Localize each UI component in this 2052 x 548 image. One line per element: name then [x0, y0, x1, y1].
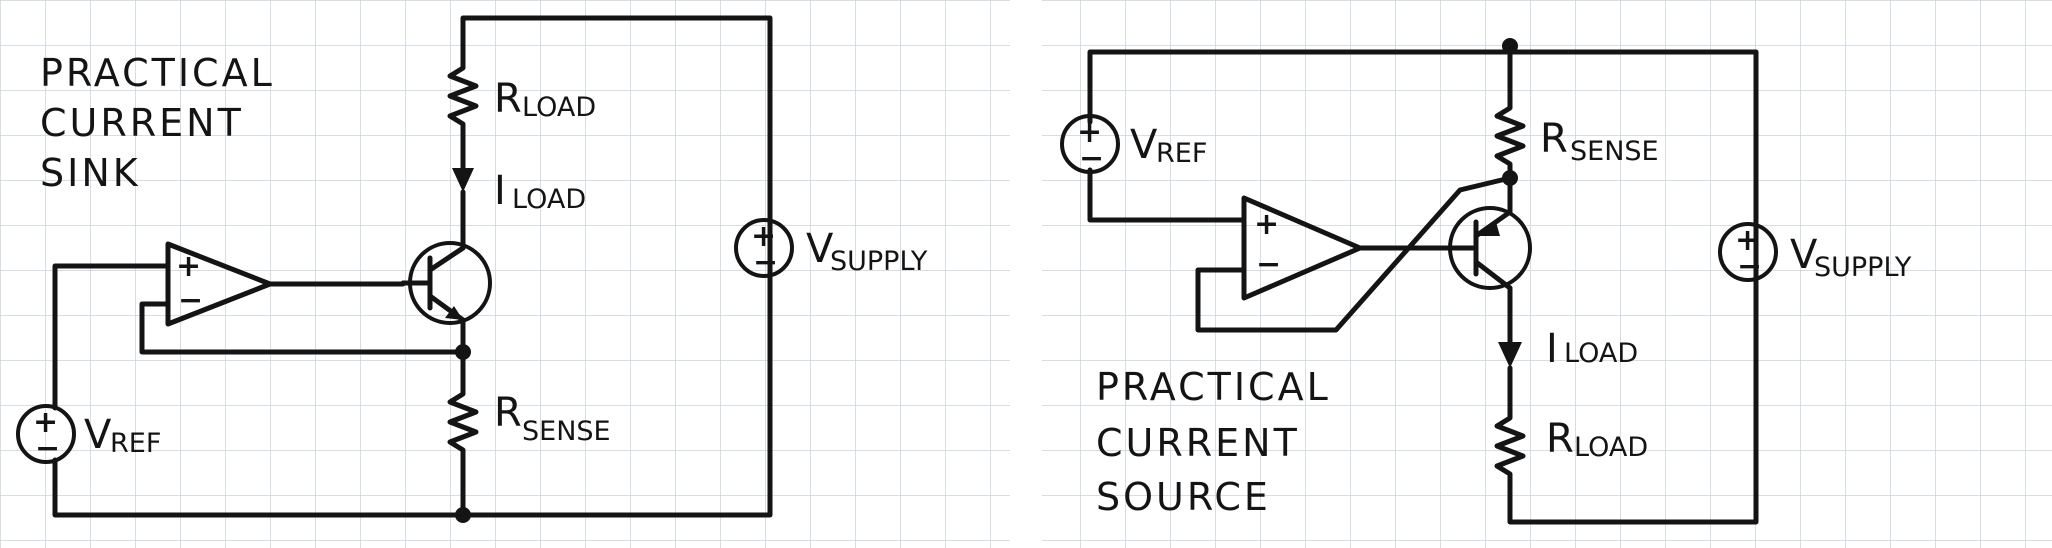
svg-text:I: I: [494, 168, 506, 214]
right-grid-paper: [1042, 0, 2052, 548]
sink-title-line-2: CURRENT: [40, 101, 244, 145]
svg-text:−: −: [1737, 249, 1762, 284]
source-vref-label: V REF: [1130, 122, 1207, 169]
svg-text:LOAD: LOAD: [1574, 432, 1648, 463]
source-title-line-2: CURRENT: [1096, 421, 1300, 465]
source-vsupply-label: V SUPPLY: [1790, 232, 1912, 283]
sink-opamp-minus: −: [178, 283, 203, 318]
svg-text:REF: REF: [1156, 138, 1207, 169]
sink-vsupply-label: V SUPPLY: [806, 226, 928, 277]
svg-text:V: V: [84, 412, 112, 458]
svg-text:LOAD: LOAD: [512, 184, 586, 215]
svg-text:+: +: [751, 219, 776, 254]
sink-npn-transistor-icon: [400, 241, 492, 325]
svg-text:−: −: [35, 431, 60, 466]
current-sink-circuit: PRACTICAL CURRENT SINK R LOAD I LOAD: [16, 15, 928, 523]
sink-r-sense-resistor: [447, 349, 479, 518]
current-source-circuit: + − V REF R SENSE + −: [1060, 38, 1912, 525]
sink-feedback-wire: [139, 301, 466, 355]
svg-text:−: −: [753, 245, 778, 280]
svg-text:SUPPLY: SUPPLY: [1814, 252, 1912, 283]
source-opamp-triangle: [1241, 195, 1363, 301]
source-supply-loop-wire: [1087, 49, 1759, 525]
source-feedback-wire: [1195, 175, 1513, 333]
svg-text:V: V: [1790, 232, 1818, 278]
source-opamp: + −: [1241, 195, 1363, 301]
source-vref-wire: [1087, 167, 1247, 223]
sink-current-arrow-icon: [452, 168, 474, 192]
source-pnp-transistor-icon: [1448, 206, 1532, 291]
svg-text:LOAD: LOAD: [522, 92, 596, 123]
sink-vsupply-source-icon: + −: [734, 218, 794, 280]
source-current-arrow-icon: [1498, 342, 1522, 368]
sink-i-load-label: I LOAD: [494, 168, 586, 215]
svg-text:+: +: [1077, 115, 1102, 150]
svg-text:R: R: [494, 390, 522, 436]
source-r-sense-resistor: [1494, 97, 1526, 181]
sink-title-line-3: SINK: [40, 151, 141, 195]
svg-text:+: +: [1735, 223, 1760, 258]
source-opamp-plus: +: [1254, 207, 1279, 242]
svg-text:LOAD: LOAD: [1564, 338, 1638, 369]
svg-text:SENSE: SENSE: [522, 416, 611, 447]
sink-vref-label: V REF: [84, 412, 161, 459]
svg-text:V: V: [806, 226, 834, 272]
sink-title-line-1: PRACTICAL: [40, 51, 275, 95]
source-i-load-label: I LOAD: [1546, 326, 1638, 372]
source-title-line-1: PRACTICAL: [1096, 365, 1331, 409]
svg-text:R: R: [1540, 116, 1568, 162]
source-opamp-minus: −: [1256, 247, 1281, 282]
sink-ground-wire: [52, 457, 466, 518]
sink-r-load-resistor: [447, 57, 479, 175]
sink-supply-loop-wire: [460, 15, 773, 518]
sink-opamp-triangle: [165, 241, 273, 327]
svg-text:R: R: [494, 76, 522, 122]
source-r-load-label: R LOAD: [1546, 416, 1648, 463]
source-title-line-3: SOURCE: [1096, 475, 1271, 519]
sink-opamp-plus: +: [176, 249, 201, 284]
svg-text:SUPPLY: SUPPLY: [830, 246, 928, 277]
sink-r-load-label: R LOAD: [494, 76, 596, 123]
source-r-sense-label: R SENSE: [1540, 116, 1659, 167]
svg-text:V: V: [1130, 122, 1158, 168]
sink-opamp: + −: [165, 241, 273, 327]
sink-noninverting-wire: [52, 263, 171, 411]
source-vsupply-source-icon: + −: [1718, 222, 1778, 284]
svg-text:SENSE: SENSE: [1570, 136, 1659, 167]
svg-text:+: +: [33, 405, 58, 440]
svg-text:REF: REF: [110, 428, 161, 459]
svg-text:R: R: [1546, 416, 1574, 462]
svg-text:I: I: [1546, 326, 1558, 372]
sink-ground-node: [455, 507, 471, 523]
source-r-load-resistor: [1494, 407, 1526, 497]
sink-vref-source-icon: + −: [16, 404, 76, 466]
sink-r-sense-label: R SENSE: [494, 390, 611, 447]
